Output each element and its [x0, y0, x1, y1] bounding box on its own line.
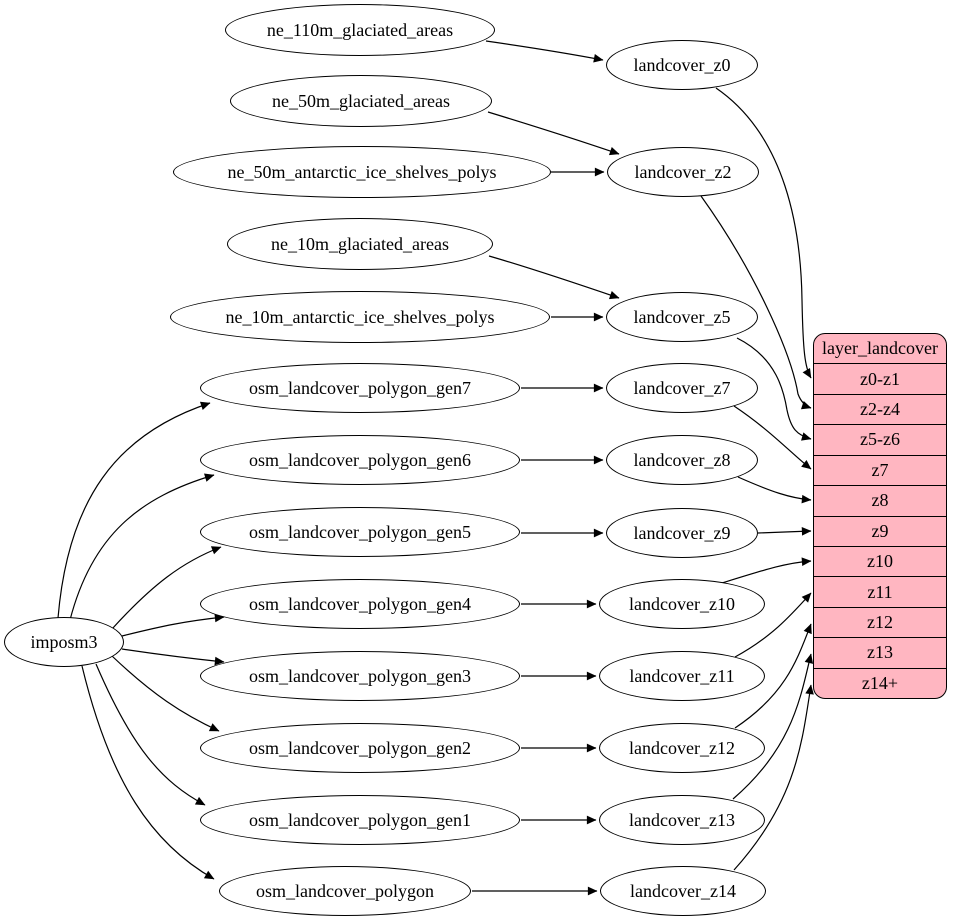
edge-landcover-z14-to-row-z14plus [733, 684, 814, 871]
edge-ne-50m-glaciated-areas-to-landcover-z2 [487, 111, 620, 156]
record-row-z0-z1: z0-z1 [814, 363, 946, 393]
edge-imposm3-to-osm-gen4 [121, 613, 225, 637]
record-row-z11: z11 [814, 576, 946, 606]
edge-landcover-z10-to-row-z10 [721, 557, 812, 584]
record-row-z12: z12 [814, 606, 946, 637]
edge-imposm3-to-osm-gen6 [69, 473, 215, 621]
record-title: layer_landcover [822, 338, 938, 359]
record-row-z10: z10 [814, 545, 946, 576]
node-ne-10m-antarctic-ice-shelves-polys: ne_10m_antarctic_ice_shelves_polys [170, 291, 550, 343]
node-ne-50m-antarctic-ice-shelves-polys: ne_50m_antarctic_ice_shelves_polys [173, 146, 551, 198]
node-ne-10m-glaciated-areas: ne_10m_glaciated_areas [227, 218, 493, 270]
node-landcover-z12: landcover_z12 [599, 723, 765, 773]
record-row-z8: z8 [814, 485, 946, 515]
node-landcover-z10: landcover_z10 [599, 579, 765, 629]
node-osm-landcover-polygon-gen1: osm_landcover_polygon_gen1 [200, 795, 520, 845]
node-osm-landcover-polygon-gen7: osm_landcover_polygon_gen7 [200, 363, 520, 413]
node-landcover-z2: landcover_z2 [607, 147, 759, 197]
edge-ne-110m-glaciated-areas-to-landcover-z0 [485, 40, 604, 63]
record-row-z9: z9 [814, 515, 946, 546]
record-row-z7: z7 [814, 454, 946, 485]
node-osm-landcover-polygon-gen5: osm_landcover_polygon_gen5 [200, 507, 520, 557]
record-row-z2-z4: z2-z4 [814, 393, 946, 424]
node-osm-landcover-polygon-gen2: osm_landcover_polygon_gen2 [200, 723, 520, 773]
node-landcover-z8: landcover_z8 [606, 435, 758, 485]
node-ne-110m-glaciated-areas: ne_110m_glaciated_areas [225, 4, 495, 56]
node-landcover-z0: landcover_z0 [606, 40, 758, 90]
node-osm-landcover-polygon-gen3: osm_landcover_polygon_gen3 [200, 651, 520, 701]
node-osm-landcover-polygon: osm_landcover_polygon [219, 866, 471, 916]
edge-ne-10m-glaciated-areas-to-landcover-z5 [488, 255, 620, 300]
edge-imposm3-to-osm-gen7 [57, 401, 211, 619]
node-landcover-z5: landcover_z5 [606, 292, 758, 342]
table-layer-landcover: layer_landcover z0-z1 z2-z4 z5-z6 z7 z8 … [813, 333, 947, 699]
edge-imposm3-to-osm-gen2 [111, 655, 220, 732]
node-landcover-z9: landcover_z9 [606, 508, 758, 558]
node-imposm3: imposm3 [4, 617, 124, 667]
record-row-z14plus: z14+ [814, 667, 946, 698]
node-osm-landcover-polygon-gen4: osm_landcover_polygon_gen4 [200, 579, 520, 629]
node-osm-landcover-polygon-gen6: osm_landcover_polygon_gen6 [200, 435, 520, 485]
edge-imposm3-to-osm-landcover-polygon [81, 665, 215, 880]
node-landcover-z11: landcover_z11 [599, 651, 765, 701]
node-landcover-z13: landcover_z13 [599, 795, 765, 845]
edge-imposm3-to-osm-gen3 [121, 648, 225, 666]
edge-imposm3-to-osm-gen1 [95, 663, 206, 806]
node-landcover-z7: landcover_z7 [606, 363, 758, 413]
record-row-z5-z6: z5-z6 [814, 424, 946, 454]
edge-landcover-z8-to-row-z8 [737, 476, 812, 504]
edge-landcover-z9-to-row-z9 [757, 527, 812, 536]
node-landcover-z14: landcover_z14 [600, 866, 766, 916]
node-ne-50m-glaciated-areas: ne_50m_glaciated_areas [230, 75, 492, 127]
edge-imposm3-to-osm-gen5 [111, 546, 222, 630]
record-row-z13: z13 [814, 637, 946, 667]
